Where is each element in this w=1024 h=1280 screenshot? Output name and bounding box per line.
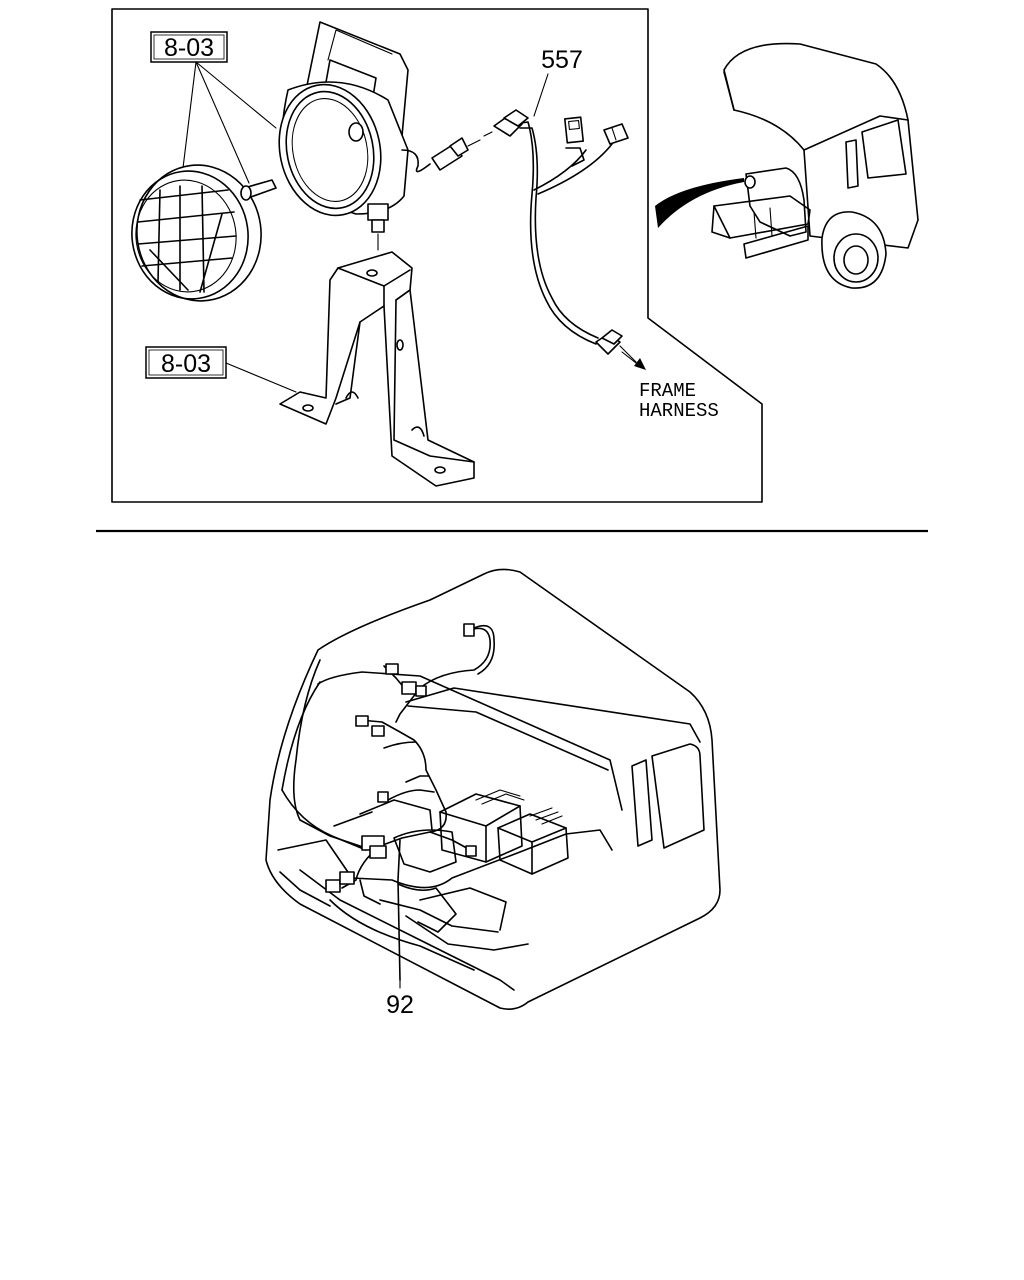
leader-lines-top: [182, 61, 277, 184]
leader-ref-bottom: [225, 362, 297, 393]
harness-part-number[interactable]: 557: [541, 46, 583, 74]
frame-harness-line1: FRAME: [639, 380, 696, 402]
upper-panel-frame: [111, 8, 763, 503]
work-lamp: [278, 21, 431, 233]
work-lamp-harness: [493, 109, 637, 363]
lamp-guard-grille: [131, 164, 262, 302]
frame-harness-line2: HARNESS: [639, 400, 719, 422]
callout-ref-bottom[interactable]: 8-03: [145, 346, 227, 379]
callout-ref-top[interactable]: 8-03: [150, 31, 228, 63]
cab-harness: [292, 623, 495, 981]
lamp-connector: [431, 131, 493, 171]
truck-location-view: [655, 42, 919, 289]
cab-harness-part-number[interactable]: 92: [386, 991, 414, 1019]
screw: [240, 179, 277, 201]
ref-bottom-label: 8-03: [161, 350, 211, 378]
leader-557: [533, 73, 549, 117]
ref-top-label: 8-03: [164, 34, 214, 62]
arrow-to-frame-harness: [621, 351, 646, 370]
lamp-bracket: [279, 251, 475, 487]
